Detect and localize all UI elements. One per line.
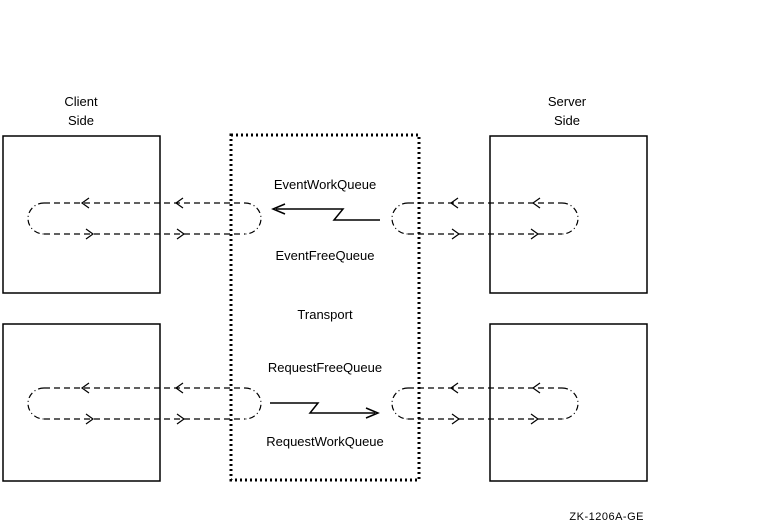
transport-region (229, 133, 421, 482)
arrowhead-right-icon (365, 407, 380, 419)
client-side-label-line2: Side (68, 113, 94, 128)
server-event-loop (391, 197, 579, 240)
client-request-loop (27, 382, 262, 425)
right-chevron-icon (176, 228, 186, 240)
event-work-queue-label: EventWorkQueue (274, 177, 376, 192)
right-chevron-icon (530, 228, 540, 240)
figure-id-label: ZK-1206A-GE (569, 511, 644, 523)
client-request-loop-right-end (244, 387, 262, 420)
right-chevron-icon (176, 413, 186, 425)
server-request-loop (391, 382, 579, 425)
arrowhead-left-icon (271, 203, 286, 215)
request-transfer-arrow (270, 402, 380, 419)
server-side-label-line2: Side (554, 113, 580, 128)
client-bottom-box (2, 323, 161, 482)
server-event-loop-right-end (561, 202, 579, 235)
lightning-arrow-icon (270, 402, 375, 414)
left-chevron-icon (449, 382, 459, 394)
left-chevron-icon (174, 197, 184, 209)
left-chevron-icon (80, 197, 90, 209)
right-chevron-icon (530, 413, 540, 425)
left-chevron-icon (449, 197, 459, 209)
left-chevron-icon (531, 197, 541, 209)
client-request-loop-left-end (27, 387, 45, 420)
server-side-label-line1: Server (548, 94, 587, 109)
right-chevron-icon (451, 413, 461, 425)
left-chevron-icon (174, 382, 184, 394)
right-chevron-icon (85, 413, 95, 425)
client-event-loop-left-end (27, 202, 45, 235)
server-top-box (489, 135, 648, 294)
client-side-label-line1: Client (64, 94, 98, 109)
right-chevron-icon (451, 228, 461, 240)
server-request-loop-right-end (561, 387, 579, 420)
server-event-loop-left-end (391, 202, 409, 235)
left-chevron-icon (80, 382, 90, 394)
client-event-loop (27, 197, 262, 240)
left-chevron-icon (531, 382, 541, 394)
right-chevron-icon (85, 228, 95, 240)
client-event-loop-right-end (244, 202, 262, 235)
request-work-queue-label: RequestWorkQueue (266, 434, 384, 449)
lightning-arrow-icon (276, 208, 380, 221)
event-free-queue-label: EventFreeQueue (275, 248, 374, 263)
transport-label: Transport (297, 307, 353, 322)
client-top-box (2, 135, 161, 294)
event-transfer-arrow (271, 203, 380, 221)
server-request-loop-left-end (391, 387, 409, 420)
server-bottom-box (489, 323, 648, 482)
request-free-queue-label: RequestFreeQueue (268, 360, 382, 375)
